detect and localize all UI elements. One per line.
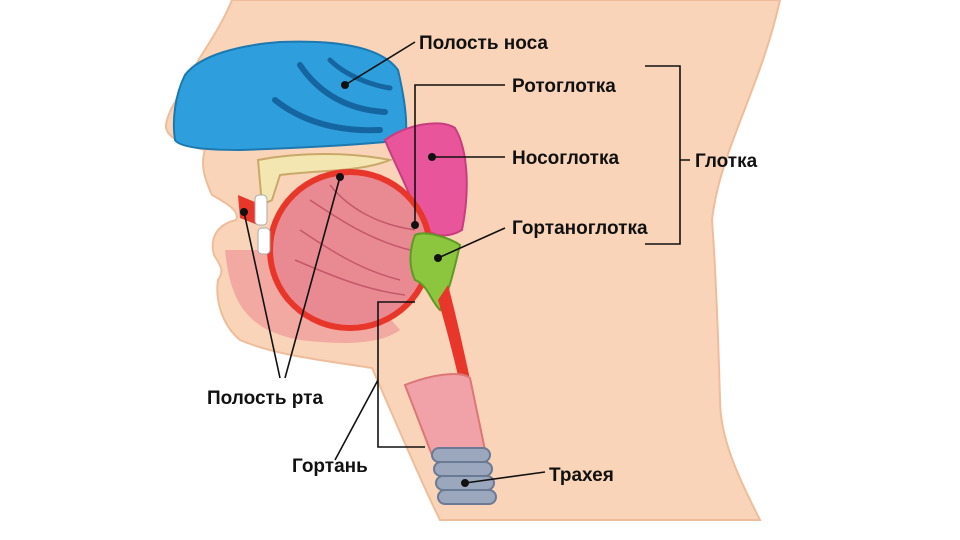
label-oral-cavity: Полость рта — [207, 388, 323, 409]
label-laryngopharynx: Гортаноглотка — [512, 218, 648, 239]
label-trachea: Трахея — [549, 465, 614, 486]
leader-lines — [240, 41, 690, 487]
trachea-rings — [431, 447, 497, 505]
label-nasal-cavity: Полость носа — [419, 33, 548, 54]
tongue-shape — [267, 169, 433, 331]
label-nasopharynx: Носоглотка — [512, 148, 619, 169]
label-pharynx: Глотка — [695, 151, 758, 172]
label-oropharynx: Ротоглотка — [512, 76, 616, 97]
label-larynx: Гортань — [292, 456, 368, 477]
palate — [256, 153, 394, 207]
nasal-cavity-shape — [172, 40, 408, 152]
